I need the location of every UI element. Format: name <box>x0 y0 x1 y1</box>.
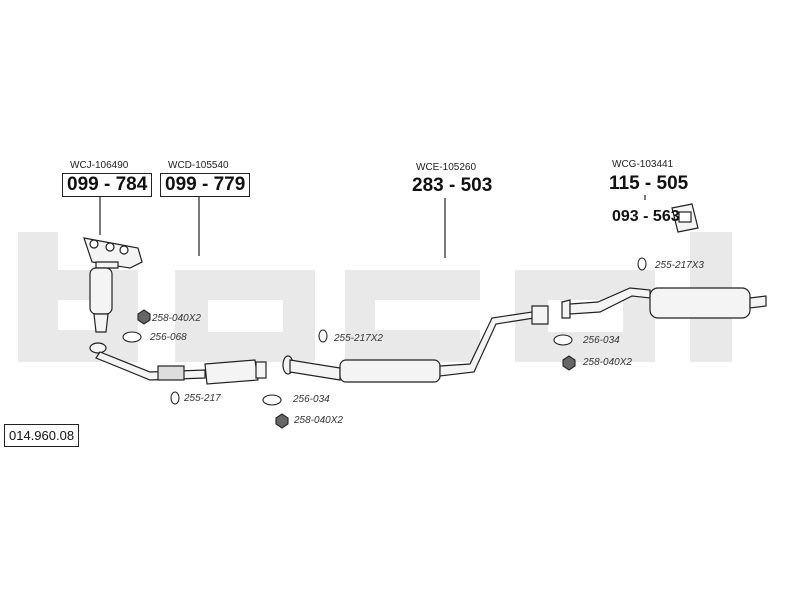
accessory-label-clamp-1[interactable]: 255-217 <box>184 393 221 404</box>
nut-icon <box>562 355 576 371</box>
nut-icon <box>275 413 289 429</box>
part-ref-middle-silencer: WCE-105260 <box>416 162 477 173</box>
rear-silencer-drawing <box>561 287 767 319</box>
gasket-icon <box>262 394 282 406</box>
clamp-icon <box>170 391 180 405</box>
front-pipe-drawing <box>89 342 267 385</box>
middle-silencer-drawing <box>282 305 549 383</box>
part-number-front-cat[interactable]: 099 - 779 <box>160 173 251 197</box>
gasket-icon <box>553 334 573 346</box>
part-number-rear-silencer[interactable]: 115 - 505 <box>609 173 689 194</box>
part-number-manifold-cat[interactable]: 099 - 784 <box>62 173 153 197</box>
accessory-label-nut-3[interactable]: 258-040X2 <box>583 357 632 368</box>
manifold-catalyst-drawing <box>83 237 143 333</box>
part-ref-front-cat: WCD-105540 <box>168 160 229 171</box>
accessory-label-clamp-2[interactable]: 255-217X2 <box>334 333 383 344</box>
accessory-label-nut-2[interactable]: 258-040X2 <box>294 415 343 426</box>
part-number-rubber-mount[interactable]: 093 - 563 <box>612 208 680 225</box>
accessory-label-gasket-3[interactable]: 256-034 <box>583 335 620 346</box>
accessory-label-gasket-2[interactable]: 256-034 <box>293 394 330 405</box>
clamp-icon <box>637 257 647 271</box>
part-ref-rear-silencer: WCG-103441 <box>612 159 674 170</box>
nut-icon <box>137 309 151 325</box>
part-number-middle-silencer[interactable]: 283 - 503 <box>412 175 493 196</box>
accessory-label-nut-1[interactable]: 258-040X2 <box>152 313 201 324</box>
accessory-label-clamp-3[interactable]: 255-217X3 <box>655 260 704 271</box>
diagram-number: 014.960.08 <box>4 424 80 447</box>
gasket-icon <box>122 331 142 343</box>
accessory-label-gasket-1[interactable]: 256-068 <box>150 332 187 343</box>
part-ref-manifold-cat: WCJ-106490 <box>70 160 129 171</box>
clamp-icon <box>318 329 328 343</box>
